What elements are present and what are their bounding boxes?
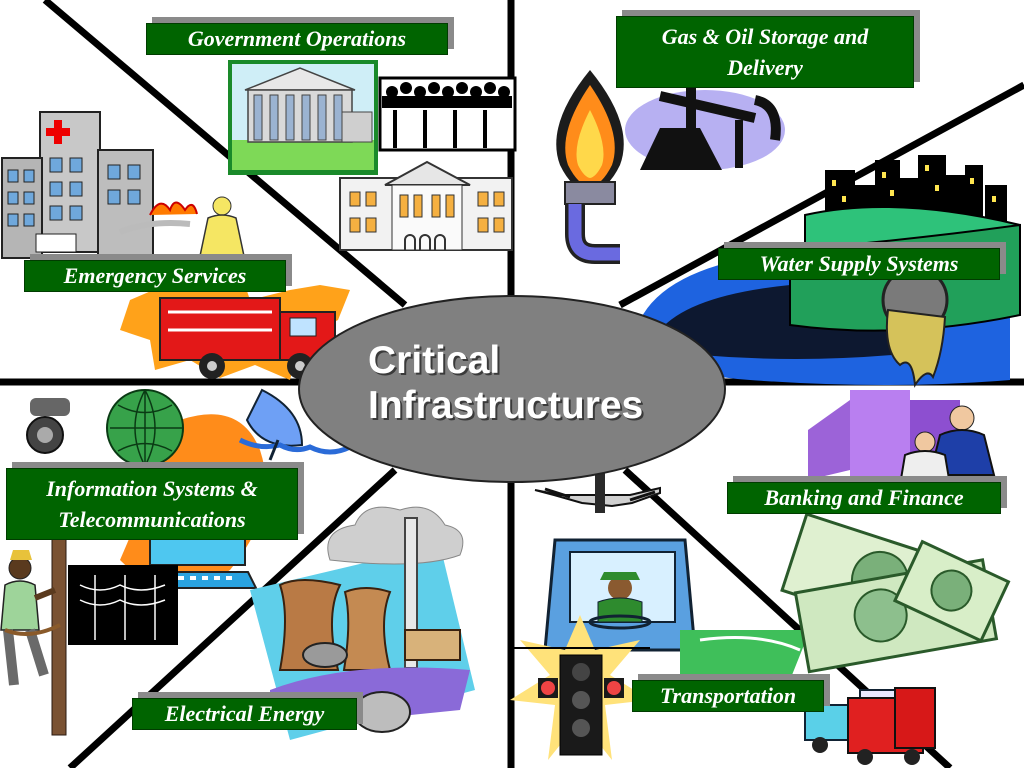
businessmen-icon [898,405,996,486]
money-icon [780,512,1011,674]
divider-lower-left [67,467,398,768]
center-title: Critical Infrastructures [368,339,644,427]
label-electrical-energy: Electrical Energy [132,698,357,730]
capitol-building-icon [228,60,378,175]
white-house-icon [339,160,513,251]
bus-driver-icon [543,538,810,680]
truck-icon [804,687,936,765]
label-gas-oil-storage: Gas & Oil Storage and Delivery [616,16,914,88]
lineman-icon [0,519,67,736]
label-banking-finance: Banking and Finance [727,482,1001,514]
oil-pump-icon [625,88,785,170]
divider-upper-left [42,0,408,308]
center-ellipse [298,295,726,483]
airplane-icon [534,473,661,513]
telephone-icon [26,398,70,454]
label-emergency-services: Emergency Services [24,260,286,292]
satellite-dish-icon [238,388,352,461]
traffic-light-icon [510,615,650,760]
divider-upper-right [618,81,1024,309]
city-skyline-icon [804,155,1021,266]
label-water-supply: Water Supply Systems [718,248,1000,280]
label-government-operations: Government Operations [146,23,448,55]
label-information-systems: Information Systems & Telecommunications [6,468,298,540]
crowd-icon [378,76,517,152]
hospital-icon [1,111,154,259]
label-transportation: Transportation [632,680,824,712]
firefighter-icon [118,196,245,257]
power-lines-icon [68,565,178,645]
gas-flame-icon [556,70,624,264]
